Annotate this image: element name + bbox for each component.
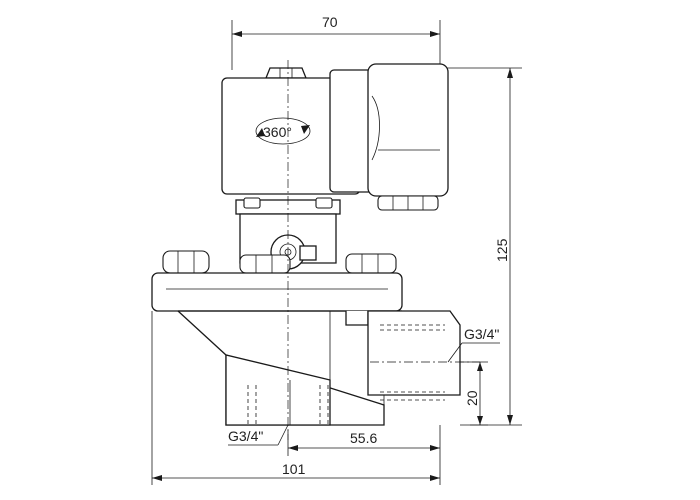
dim-port-height: 20 <box>460 361 488 426</box>
rotation-label: 360° <box>263 124 292 140</box>
side-thread-callout: G3/4" <box>447 326 500 363</box>
dim-70-label: 70 <box>322 14 338 30</box>
dim-bottom-offset: 55.6 <box>287 425 441 456</box>
side-thread-label: G3/4" <box>464 326 499 342</box>
dim-overall-width: 101 <box>151 311 441 485</box>
solenoid-coil: 360° <box>221 67 361 195</box>
dim-101-label: 101 <box>282 461 306 477</box>
bottom-thread-callout: G3/4" <box>228 424 289 446</box>
valve-body <box>177 310 461 426</box>
dim-20-label: 20 <box>464 390 480 406</box>
dim-55-6-label: 55.6 <box>350 430 377 446</box>
bottom-thread-label: G3/4" <box>228 428 263 444</box>
dim-right-height: 125 <box>440 67 522 426</box>
dim-top-width: 70 <box>231 14 441 70</box>
flange-plate <box>151 272 403 312</box>
flange-nuts <box>162 250 397 274</box>
connector-plug <box>329 63 449 211</box>
dim-125-label: 125 <box>494 238 510 262</box>
